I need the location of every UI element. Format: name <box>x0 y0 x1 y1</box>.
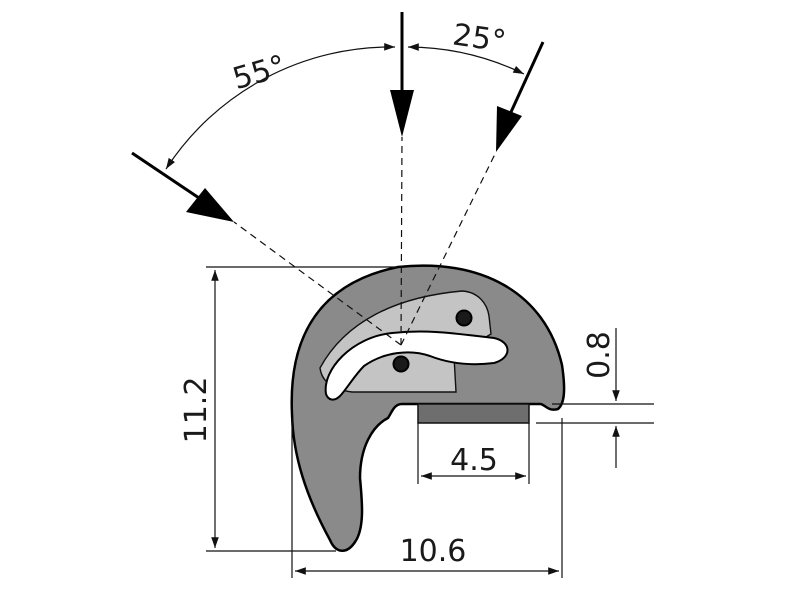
adhesive-tape <box>417 403 530 424</box>
angle-arc-25 <box>407 43 525 75</box>
arrow-right-shaft <box>509 41 545 113</box>
angle-arc-55 <box>165 43 396 170</box>
dimension-tape-width: 4.5 <box>417 423 530 484</box>
profile-slot <box>324 330 509 401</box>
angle-annotations: 55° 25° <box>165 18 525 170</box>
dimension-height: 11.2 <box>179 266 398 552</box>
height-label: 11.2 <box>179 377 214 444</box>
width-label: 10.6 <box>400 534 467 569</box>
pivot-dot <box>455 309 473 327</box>
arrow-center-head <box>390 90 414 137</box>
direction-arrows <box>131 12 545 346</box>
dimension-tape-thickness: 0.8 <box>536 328 654 468</box>
arrow-left-head <box>186 188 234 222</box>
pivot-dot <box>392 355 410 373</box>
angle-label-25: 25° <box>451 18 509 60</box>
tape-thickness-label: 0.8 <box>582 331 617 379</box>
dimension-width: 10.6 <box>291 418 563 578</box>
dashed-line-center <box>400 136 403 346</box>
angle-label-55: 55° <box>229 49 290 97</box>
dashed-line-left <box>233 221 402 346</box>
arrow-right-head <box>496 106 522 152</box>
seal-profile <box>290 264 566 552</box>
arrow-left-shaft <box>131 151 206 204</box>
tape-width-label: 4.5 <box>450 443 498 478</box>
